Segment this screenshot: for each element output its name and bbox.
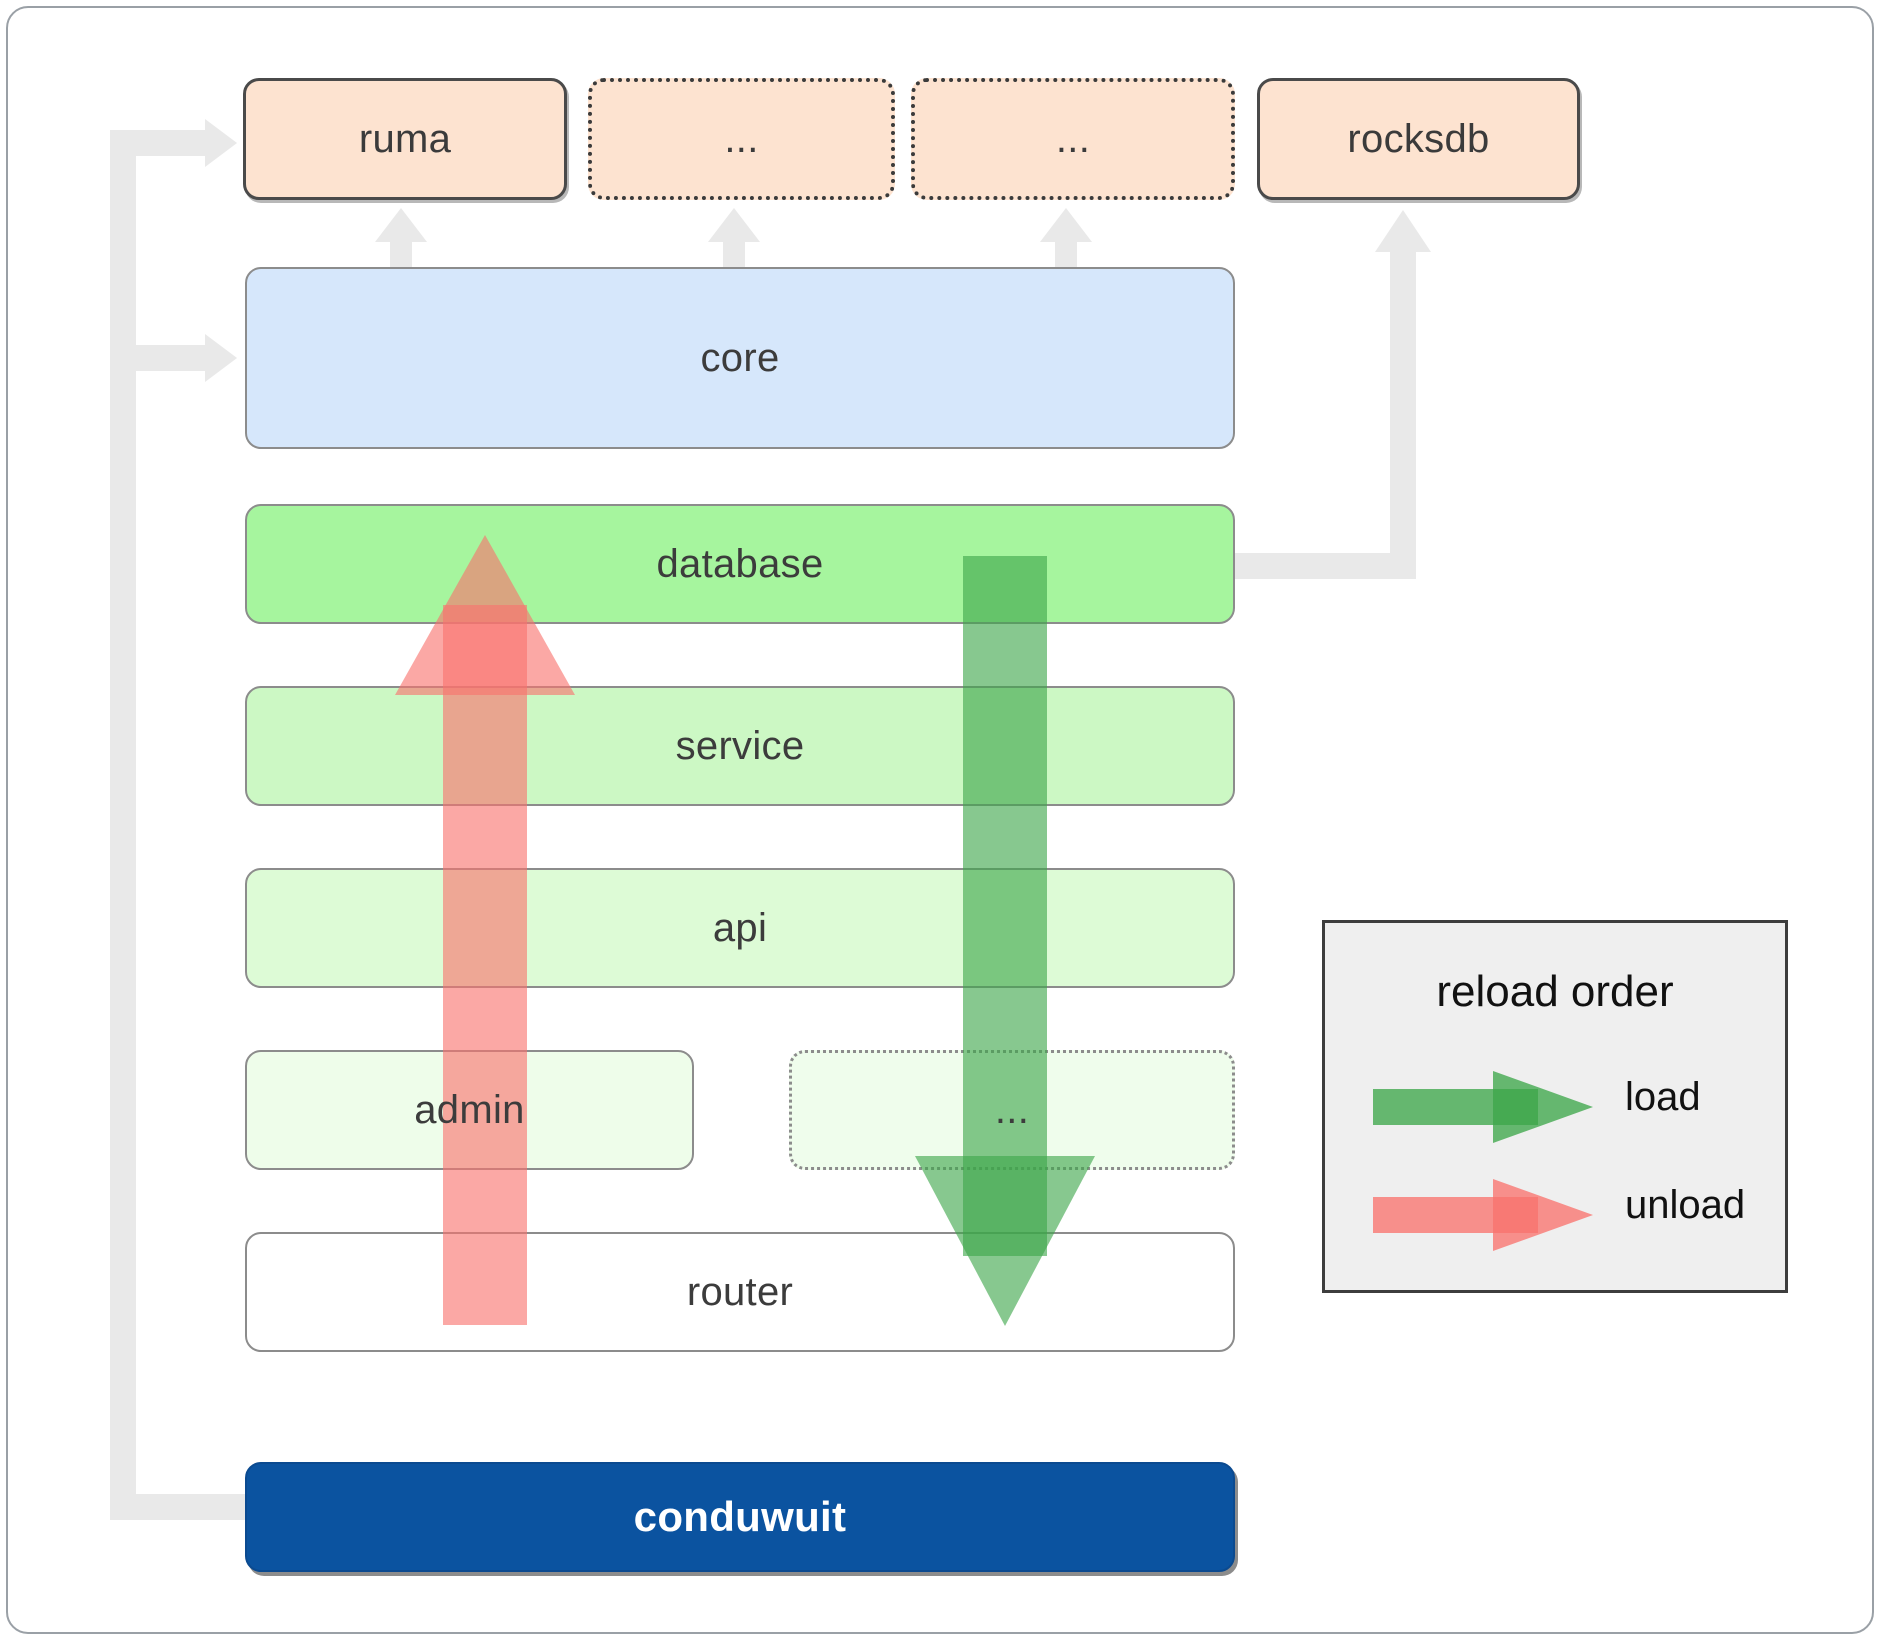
- crate-box-rocksdb[interactable]: rocksdb: [1257, 78, 1580, 200]
- connector-arrow-ruma: [205, 119, 237, 167]
- legend-row-unload: unload: [1325, 1171, 1785, 1261]
- connector-arrow-core-to-dots2: [1040, 208, 1092, 242]
- layer-label-placeholder: ...: [994, 1087, 1030, 1132]
- diagram-frame: [6, 6, 1874, 1634]
- legend-unload-arrow-icon: [1373, 1179, 1593, 1251]
- layer-box-placeholder[interactable]: ...: [789, 1050, 1235, 1170]
- connector-left-rail-vertical: [110, 130, 136, 1520]
- connector-rail-to-ruma: [110, 130, 215, 156]
- layer-label-core: core: [700, 335, 780, 380]
- legend-load-arrow-icon: [1373, 1071, 1593, 1143]
- legend-label-load: load: [1625, 1075, 1701, 1119]
- layer-box-service[interactable]: service: [245, 686, 1235, 806]
- connector-database-to-rocksdb-horizontal: [1232, 553, 1416, 579]
- crate-label-ruma: ruma: [358, 116, 452, 161]
- connector-database-to-rocksdb-vertical: [1390, 250, 1416, 579]
- connector-rail-to-core: [110, 345, 215, 371]
- connector-arrow-rocksdb: [1375, 210, 1431, 252]
- layer-box-core[interactable]: core: [245, 267, 1235, 449]
- connector-arrow-core: [205, 334, 237, 382]
- layer-label-database: database: [656, 541, 824, 586]
- layer-box-router[interactable]: router: [245, 1232, 1235, 1352]
- layer-label-router: router: [686, 1269, 794, 1314]
- crate-box-placeholder-1[interactable]: ...: [588, 78, 895, 200]
- layer-box-api[interactable]: api: [245, 868, 1235, 988]
- crate-label-rocksdb: rocksdb: [1347, 116, 1490, 161]
- connector-arrow-core-to-ruma: [375, 208, 427, 242]
- layer-label-api: api: [712, 905, 768, 950]
- legend-title: reload order: [1436, 967, 1674, 1016]
- connector-arrow-core-to-dots1: [708, 208, 760, 242]
- legend-label-unload: unload: [1625, 1183, 1746, 1227]
- crate-box-placeholder-2[interactable]: ...: [911, 78, 1235, 200]
- root-label-conduwuit: conduwuit: [633, 1493, 847, 1540]
- root-box-conduwuit[interactable]: conduwuit: [245, 1462, 1235, 1572]
- legend-row-load: load: [1325, 1063, 1785, 1153]
- layer-box-admin[interactable]: admin: [245, 1050, 694, 1170]
- crate-box-ruma[interactable]: ruma: [243, 78, 567, 200]
- layer-label-service: service: [675, 723, 805, 768]
- crate-label-placeholder-1: ...: [724, 116, 759, 161]
- crate-label-placeholder-2: ...: [1055, 116, 1091, 161]
- legend-panel: reload order load unload: [1322, 920, 1788, 1293]
- layer-box-database[interactable]: database: [245, 504, 1235, 624]
- layer-label-admin: admin: [414, 1087, 525, 1132]
